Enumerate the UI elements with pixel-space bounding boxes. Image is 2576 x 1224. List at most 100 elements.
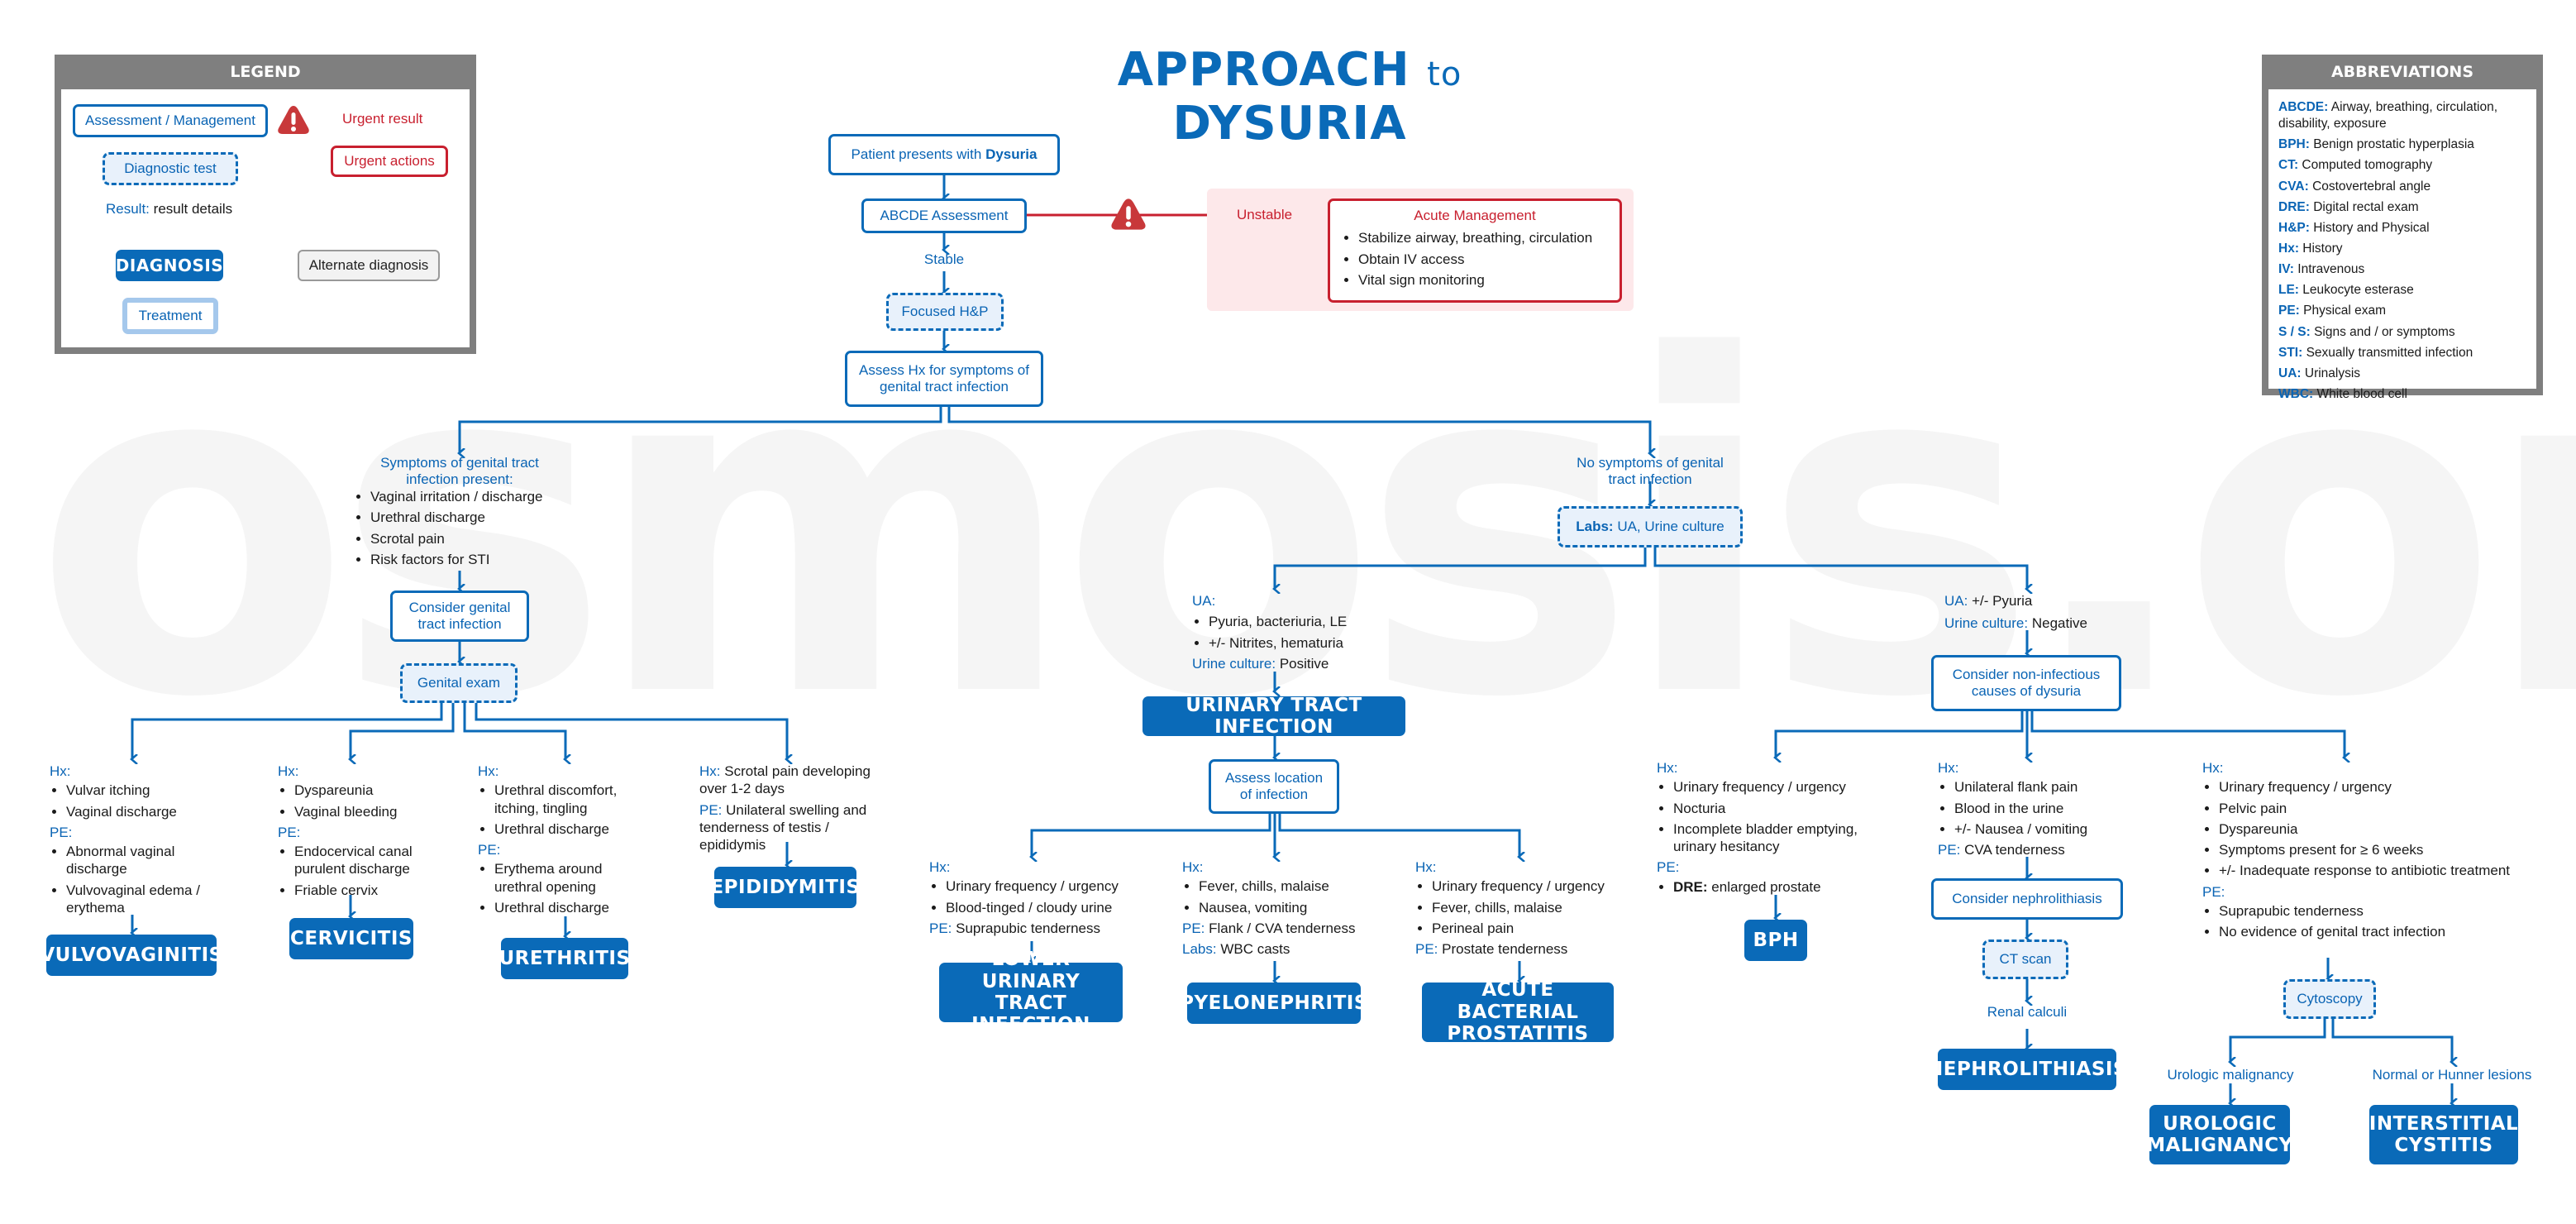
abbreviation-definition: Digital rectal exam	[2313, 199, 2419, 214]
culture-label: Urine culture:	[1192, 655, 1276, 672]
hx-list: Urinary frequency / urgencyPelvic painDy…	[2202, 778, 2533, 879]
hx-item: +/- Inadequate response to antibiotic tr…	[2219, 862, 2533, 879]
pe-text: Prostate tenderness	[1442, 941, 1568, 957]
abbreviation-definition: White blood cell	[2316, 386, 2407, 401]
diagnosis-bph: BPH	[1744, 920, 1807, 961]
pe-list: Endocervical canal purulent dischargeFri…	[278, 843, 435, 899]
hx-label: Hx:	[1657, 760, 1678, 776]
uti-lab-findings: UA: Pyuria, bacteriuria, LE+/- Nitrites,…	[1192, 592, 1391, 672]
legend-result-value: result details	[153, 201, 233, 217]
assess-location-box: Assess location of infection	[1209, 759, 1339, 814]
hx-item: Vaginal discharge	[66, 803, 207, 820]
abbreviation-definition: Intravenous	[2297, 262, 2365, 277]
abbreviation-term: BPH:	[2278, 137, 2310, 152]
pe-label: PE:	[1938, 842, 1961, 858]
hx-label: Hx:	[929, 859, 951, 875]
presents-prefix: Patient presents with	[851, 146, 982, 162]
pe-item: Friable cervix	[294, 882, 435, 899]
pe-label: PE:	[2202, 883, 2225, 900]
abbreviation-definition: Benign prostatic hyperplasia	[2313, 137, 2474, 152]
labs-label: Labs:	[1576, 518, 1614, 534]
symptom-item: Urethral discharge	[370, 509, 543, 526]
pe-item: Urethral discharge	[494, 899, 643, 916]
epididymitis-findings: Hx: Scrotal pain developing over 1-2 day…	[699, 763, 873, 853]
hx-list: Urinary frequency / urgencyFever, chills…	[1415, 877, 1647, 937]
abbreviation-definition: Physical exam	[2303, 304, 2387, 318]
abbreviation-item: ABCDE: Airway, breathing, circulation, d…	[2278, 99, 2526, 132]
hx-list: Unilateral flank painBlood in the urine+…	[1938, 778, 2153, 838]
pe-item: Suprapubic tenderness	[2219, 902, 2533, 920]
page-title: APPROACH to DYSURIA	[1025, 43, 1554, 151]
pe-item: Abnormal vaginal discharge	[66, 843, 207, 878]
title-part-approach: APPROACH	[1117, 43, 1410, 97]
hx-item: Blood in the urine	[1954, 800, 2153, 817]
pe-bold: DRE:	[1673, 878, 1708, 895]
abbreviation-term: S / S:	[2278, 324, 2311, 339]
hx-item: Vaginal bleeding	[294, 803, 435, 820]
abbreviation-item: H&P: History and Physical	[2278, 220, 2526, 237]
diagnosis-urethritis: URETHRITIS	[499, 938, 630, 979]
ua-label: UA:	[1192, 593, 1216, 609]
focused-hp-box: Focused H&P	[886, 293, 1004, 331]
abbreviation-term: H&P:	[2278, 220, 2310, 235]
genital-symptoms-heading: Symptoms of genital tract infection pres…	[380, 455, 539, 488]
ua-finding-item: Pyuria, bacteriuria, LE	[1209, 613, 1391, 630]
legend-result-label: Result:	[106, 201, 150, 217]
hx-label: Hx:	[50, 763, 71, 779]
abbreviations-list: ABCDE: Airway, breathing, circulation, d…	[2268, 89, 2536, 401]
culture-value: Negative	[2031, 615, 2087, 632]
ua-label: UA:	[1944, 593, 1968, 609]
warning-triangle-icon	[1111, 198, 1146, 230]
legend-alternate-box: Alternate diagnosis	[298, 250, 440, 281]
legend-assessment-box: Assessment / Management	[73, 104, 268, 137]
pe-label: PE:	[278, 824, 301, 840]
abbreviation-item: S / S: Signs and / or symptoms	[2278, 324, 2526, 341]
abbreviation-term: STI:	[2278, 345, 2303, 360]
pe-label: PE:	[699, 801, 723, 818]
culture-value: Positive	[1279, 655, 1329, 672]
legend-urgent-actions-box: Urgent actions	[331, 146, 448, 177]
hx-item: Urinary frequency / urgency	[2219, 778, 2533, 796]
hx-item: Fever, chills, malaise	[1432, 899, 1647, 916]
pe-text: Suprapubic tenderness	[956, 920, 1100, 936]
diagnosis-acute-bacterial-prostatitis: ACUTE BACTERIAL PROSTATITIS	[1422, 979, 1614, 1045]
acute-management-list: Stabilize airway, breathing, circulation…	[1340, 227, 1610, 291]
consider-noninfectious-box: Consider non-infectious causes of dysuri…	[1931, 655, 2121, 711]
abbreviation-item: UA: Urinalysis	[2278, 366, 2526, 382]
cytoscopy-box: Cytoscopy	[2283, 979, 2376, 1019]
pe-list: Suprapubic tenderness No evidence of geni…	[2202, 902, 2533, 941]
abbreviation-item: IV: Intravenous	[2278, 261, 2526, 278]
diagnosis-nephrolithiasis: NEPHROLITHIASIS	[1927, 1049, 2127, 1090]
pe-item: Erythema around urethral opening	[494, 860, 643, 896]
labs-line: Labs: WBC casts	[1182, 940, 1397, 958]
diagnosis-vulvovaginitis: VULVOVAGINITIS	[40, 935, 222, 976]
abbreviation-definition: Leukocyte esterase	[2302, 283, 2414, 298]
legend-diagnostic-test-box: Diagnostic test	[103, 152, 238, 185]
pe-label: PE:	[478, 842, 501, 858]
hx-label: Hx:	[1938, 760, 1959, 776]
consider-genital-box: Consider genital tract infection	[390, 590, 529, 642]
abbreviation-item: CVA: Costovertebral angle	[2278, 179, 2526, 195]
pe-line: PE: Suprapubic tenderness	[929, 920, 1161, 937]
hx-list: Vulvar itchingVaginal discharge	[50, 782, 207, 820]
abbreviation-term: UA:	[2278, 366, 2302, 380]
abbreviation-term: WBC:	[2278, 386, 2314, 401]
abbreviation-term: Hx:	[2278, 241, 2299, 256]
hx-label: Hx:	[2202, 760, 2224, 776]
hx-list: Urethral discomfort, itching, tinglingUr…	[478, 782, 643, 838]
hx-item: Urinary frequency / urgency	[946, 877, 1161, 895]
pe-text: CVA tenderness	[1964, 842, 2065, 858]
hx-item: Incomplete bladder emptying, urinary hes…	[1673, 820, 1888, 856]
diagnosis-epididymitis: EPIDIDYMITIS	[710, 867, 860, 908]
hx-label: Hx:	[1182, 859, 1204, 875]
abbreviation-term: CVA:	[2278, 179, 2309, 194]
no-genital-symptoms-heading: No symptoms of genital tract infection	[1577, 455, 1724, 488]
urologic-malignancy-label: Urologic malignancy	[2167, 1067, 2294, 1083]
pe-item: No evidence of genital tract infection	[2219, 923, 2533, 940]
hx-item: Dyspareunia	[2219, 820, 2533, 838]
diagnosis-cervicitis: CERVICITIS	[289, 918, 413, 959]
title-part-dysuria: DYSURIA	[1172, 97, 1407, 151]
hx-label: Hx:	[478, 763, 499, 779]
pe-text: Flank / CVA tenderness	[1209, 920, 1356, 936]
abbreviation-item: BPH: Benign prostatic hyperplasia	[2278, 136, 2526, 153]
